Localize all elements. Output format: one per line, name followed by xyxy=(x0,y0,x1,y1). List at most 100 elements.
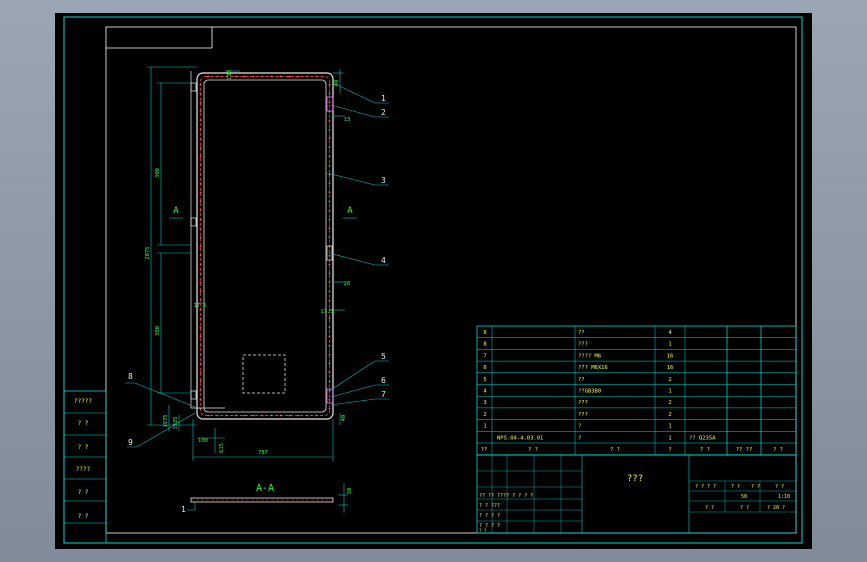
bom-cell-name: ??? xyxy=(578,342,588,348)
bolt-hole xyxy=(328,209,331,212)
bolt-hole xyxy=(328,272,331,275)
bolt-hole xyxy=(225,75,228,78)
section-view: A-A 20 1 xyxy=(181,483,353,514)
bom-cell-qty: 1 xyxy=(668,424,671,430)
bolt-hole xyxy=(207,75,210,78)
bolt-hole xyxy=(199,344,202,347)
leader-5: 5 xyxy=(381,352,386,361)
bom-cell-no: 8 xyxy=(483,342,486,348)
cad-viewport[interactable]: ???? ? ? ? ? ? ???? ? ? ? ? xyxy=(55,13,812,549)
bolt-hole xyxy=(199,173,202,176)
dimensions xyxy=(147,66,357,461)
tb-right-bottom-1: ? ? xyxy=(740,505,749,511)
bolt-hole xyxy=(328,371,331,374)
bom-cell-name: ? xyxy=(578,424,581,430)
bolt-hole xyxy=(328,254,331,257)
bolt-hole xyxy=(328,92,331,95)
bom-cell-qty: 1 xyxy=(668,435,671,441)
bolt-hole xyxy=(288,75,291,78)
bolt-hole xyxy=(243,75,246,78)
bolt-hole xyxy=(199,209,202,212)
bolt-hole xyxy=(199,137,202,140)
frame-outer-outline xyxy=(196,72,334,420)
bolt-hole xyxy=(328,335,331,338)
bolt-hole xyxy=(328,119,331,122)
bolt-hole xyxy=(199,380,202,383)
tb-left-3: ? ? ? ? xyxy=(479,523,500,529)
dim-bottom-small: 100 xyxy=(198,438,208,444)
bom-cell-material: ?? Q235A xyxy=(689,435,716,441)
bolt-hole xyxy=(270,75,273,78)
section-mark-right: A xyxy=(347,206,353,216)
bolt-hole xyxy=(199,362,202,365)
bolt-hole xyxy=(279,75,282,78)
bolt-hole xyxy=(306,75,309,78)
bolt-hole xyxy=(328,308,331,311)
hinge-bottom xyxy=(190,390,197,400)
bom-cell-name: ??? xyxy=(578,400,588,406)
tb-right-top-2: ? ? xyxy=(751,484,760,490)
bolt-hole xyxy=(328,344,331,347)
dim-right-c: 40 xyxy=(341,415,347,422)
bom-cell-name: ??? M6X16 xyxy=(578,365,608,371)
leader-3: 3 xyxy=(381,176,386,185)
bolt-hole xyxy=(199,218,202,221)
tb-left-2: ? ? ? ? xyxy=(479,513,500,519)
drawing-sheet: ???? ? ? ? ? ? ???? ? ? ? ? xyxy=(63,16,803,544)
bolt-hole xyxy=(328,137,331,140)
main-view xyxy=(190,71,334,420)
bom-header-code: ? ? xyxy=(528,447,538,453)
bom-cell-qty: 2 xyxy=(668,400,671,406)
bolt-hole xyxy=(328,182,331,185)
stack-label-3: ???? xyxy=(76,466,91,473)
dimension-texts: 2075 300 300 787 615 100 1975 1925 48 12… xyxy=(145,70,350,456)
bolt-hole xyxy=(328,164,331,167)
dim-mid-a: 17.5 xyxy=(193,303,206,309)
bolt-hole xyxy=(199,299,202,302)
bolt-hole xyxy=(199,371,202,374)
inner-frame xyxy=(105,26,797,534)
tb-right-bottom-2: ? 20 ? xyxy=(767,505,785,511)
tb-right-top-1: ? ? xyxy=(731,484,740,490)
leader-9: 9 xyxy=(128,438,133,447)
bom-header-material: ? ? xyxy=(700,447,710,453)
latch-mid xyxy=(326,245,333,261)
latch-bottom xyxy=(326,388,334,404)
bolt-hole xyxy=(328,191,331,194)
bolt-hole xyxy=(199,389,202,392)
bom-cell-qty: 2 xyxy=(668,377,671,383)
bolt-hole xyxy=(328,173,331,176)
dim-mid-b: 17.5 xyxy=(320,309,333,315)
bolt-hole xyxy=(328,200,331,203)
bolt-hole xyxy=(199,254,202,257)
bolt-hole xyxy=(328,398,331,401)
dim-right-b: 20 xyxy=(344,281,351,287)
dim-top-b: 120 xyxy=(227,70,233,80)
bom-cell-qty: 2 xyxy=(668,412,671,418)
bolt-hole xyxy=(328,326,331,329)
bolt-hole xyxy=(199,119,202,122)
bolt-hole xyxy=(199,398,202,401)
dim-top-a: 48 xyxy=(334,80,340,87)
bolt-hole xyxy=(234,414,237,417)
bolt-hole xyxy=(328,353,331,356)
bom-cell-no: 3 xyxy=(483,400,486,406)
hinge-top xyxy=(190,82,197,92)
bolt-hole xyxy=(199,182,202,185)
bolt-hole xyxy=(252,75,255,78)
section-mark-left: A xyxy=(173,206,179,216)
bolt-hole xyxy=(199,272,202,275)
gasket-line xyxy=(200,76,330,416)
latch-top xyxy=(326,96,334,112)
dim-left-low-b: 1925 xyxy=(173,416,179,429)
title-block: ??? ?? ?? ???? ? ? ? ? ? ? ??? ? ? ? ? ?… xyxy=(476,454,797,534)
bolt-hole xyxy=(328,299,331,302)
top-left-box xyxy=(106,27,213,49)
bolt-hole xyxy=(199,227,202,230)
bolt-hole xyxy=(328,362,331,365)
bom-cell-no: 4 xyxy=(483,389,487,395)
bolt-hole xyxy=(328,407,331,410)
bolt-hole xyxy=(328,263,331,266)
bolt-hole xyxy=(199,263,202,266)
